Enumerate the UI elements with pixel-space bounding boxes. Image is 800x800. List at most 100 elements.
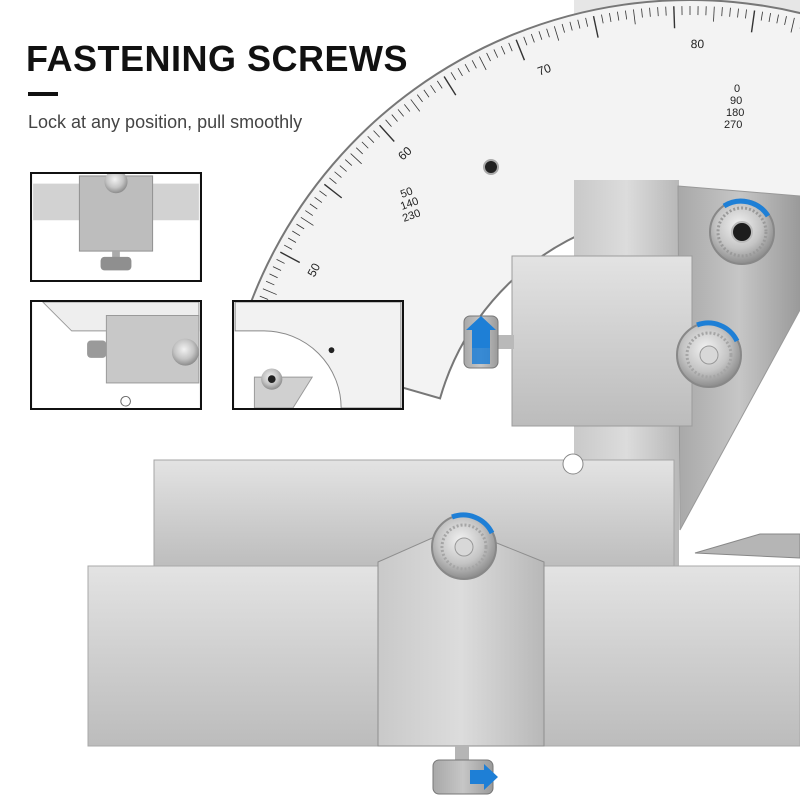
scale-tick [300,216,314,226]
scale-tick [713,6,715,22]
side-knob [463,315,499,369]
scale-tick [515,39,526,61]
scale-tick [367,135,375,143]
scale-label-right-270: 270 [724,119,742,131]
scale-tick [457,67,463,77]
scale-label-right-0: 0 [734,83,740,95]
bottom-stem [455,746,469,762]
scale-label-left-50: 50 [399,185,415,200]
scale-tick [577,19,581,29]
scale-tick [314,196,323,203]
scale-tick [464,63,470,73]
scale-tick [493,49,499,58]
scale-tick [585,17,589,27]
scale-tick [768,12,771,22]
scale-tick [649,7,651,17]
scale-tick [436,80,443,89]
scale-tick [319,190,327,197]
scale-tick [609,12,612,22]
scale-tick [323,183,343,199]
scale-tick [546,28,550,38]
sliding-block [511,255,693,427]
knurled-screw-icon [431,512,497,580]
scale-label: 80 [691,37,705,51]
direction-arrow-icon [466,316,496,348]
knurled-screw-icon [709,198,775,265]
scale-tick [344,159,353,166]
protractor-scale [248,6,800,335]
scale-tick [601,14,604,24]
scale-tick [305,210,314,216]
headline-underline [28,92,58,96]
scale-label-right-180: 180 [726,107,744,119]
detail-inset-dial [232,300,404,410]
scale-tick [530,33,535,43]
scale-tick [259,295,269,300]
blade-edge [694,533,800,559]
scale-tick [416,94,423,103]
scale-tick [272,266,282,271]
pivot-hole [483,159,499,175]
scale-tick [641,8,643,18]
scale-tick [391,114,398,122]
detail-inset-slider [30,300,202,410]
knurled-screw-icon [676,320,742,388]
scale-tick [279,251,301,264]
scale-label: 50 [305,261,324,280]
scale-tick [287,237,297,243]
scale-tick [625,10,628,20]
scale-tick [760,11,763,21]
scale-tick [500,45,506,55]
scale-tick [262,288,277,295]
scale-tick [478,56,487,71]
bar-hole [562,453,584,475]
scale-tick [553,26,560,41]
scale-tick [397,109,404,117]
scale-tick [471,60,477,69]
scale-tick [450,72,457,81]
scale-tick [423,89,430,98]
bottom-knob [432,759,498,795]
scale-tick [443,76,457,96]
scale-tick [283,244,293,250]
scale-tick [361,141,369,149]
scale-tick [269,273,278,279]
scale-tick [729,7,731,17]
scale-tick [538,31,543,40]
scale-tick [745,9,747,19]
scale-tick [379,124,395,142]
scale-tick [750,10,756,33]
scale-tick [373,130,380,138]
scale-label-left-140: 140 [399,195,420,213]
scale-tick [329,177,337,184]
scale-tick [339,165,347,172]
scale-tick [410,99,421,112]
scale-tick [592,15,599,38]
headline: FASTENING SCREWS [26,38,409,79]
direction-arrow-icon [470,764,498,790]
scale-tick [350,153,362,165]
scale-tick [673,6,676,29]
scale-tick [737,8,739,18]
scale-tick [523,36,528,46]
scale-label: 70 [536,61,554,79]
scale-tick [633,9,636,25]
tagline: Lock at any position, pull smoothly [28,112,303,132]
scale-tick [569,21,573,31]
scale-tick [776,14,779,24]
scale-tick [617,11,620,21]
scale-tick [561,23,565,33]
scale-tick [721,7,723,17]
scale-tick [265,280,275,286]
scale-label-right-90: 90 [730,95,742,107]
scale-tick [657,7,659,17]
side-stem [496,335,514,349]
scale-tick [309,203,318,210]
scale-label-left-230: 230 [401,207,422,225]
scale-tick [784,16,787,26]
scale-tick [355,147,363,155]
scale-tick [334,171,342,178]
scale-tick [790,17,795,33]
scale-tick [508,42,513,52]
